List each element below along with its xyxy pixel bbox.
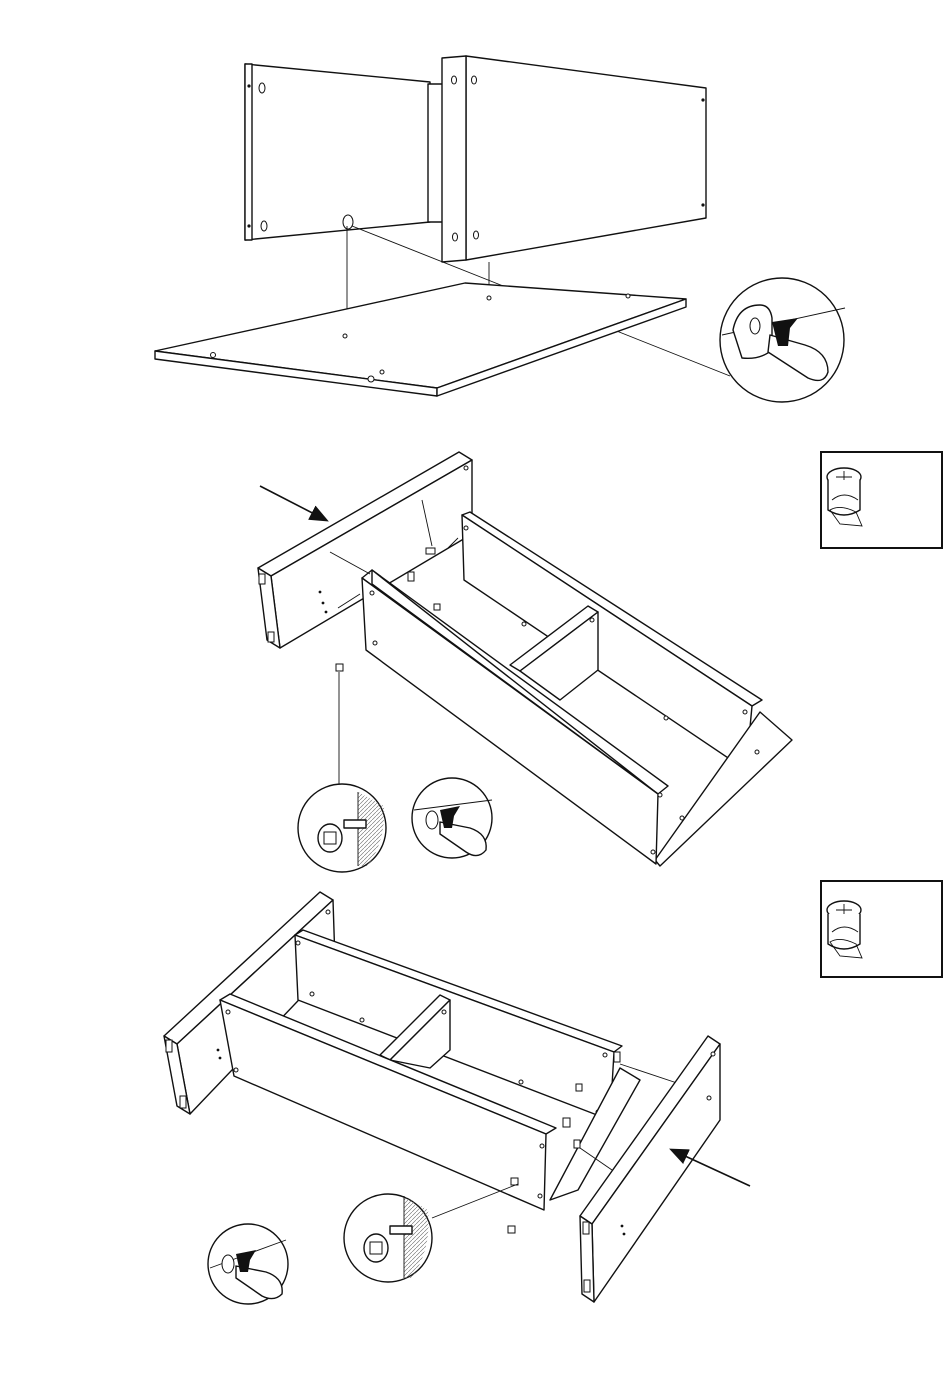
cam-lock-icon [574, 1140, 580, 1148]
cam-lock-callout-b [298, 784, 386, 872]
cam-lock-icon [408, 572, 414, 581]
side-panel-left [245, 64, 430, 240]
cam-lock-icon [336, 664, 343, 671]
screwdriver-callout-c [208, 1224, 288, 1304]
screwdriver-callout-b [412, 778, 492, 858]
step-c [164, 881, 942, 1304]
cam-lock-icon [576, 1084, 582, 1091]
step-a [155, 56, 845, 402]
cam-lock-icon [434, 604, 440, 610]
cam-lock-icon [508, 1226, 515, 1233]
callout-leader [432, 1184, 518, 1218]
screwdriver-callout [720, 278, 845, 402]
bottom-board [155, 283, 686, 396]
side-panel-right [442, 56, 706, 262]
arrow-icon [260, 486, 326, 520]
cam-lock-callout-c [344, 1194, 432, 1282]
step-b [258, 452, 942, 872]
hardware-box-b [821, 452, 942, 548]
hardware-box-c [821, 881, 942, 977]
